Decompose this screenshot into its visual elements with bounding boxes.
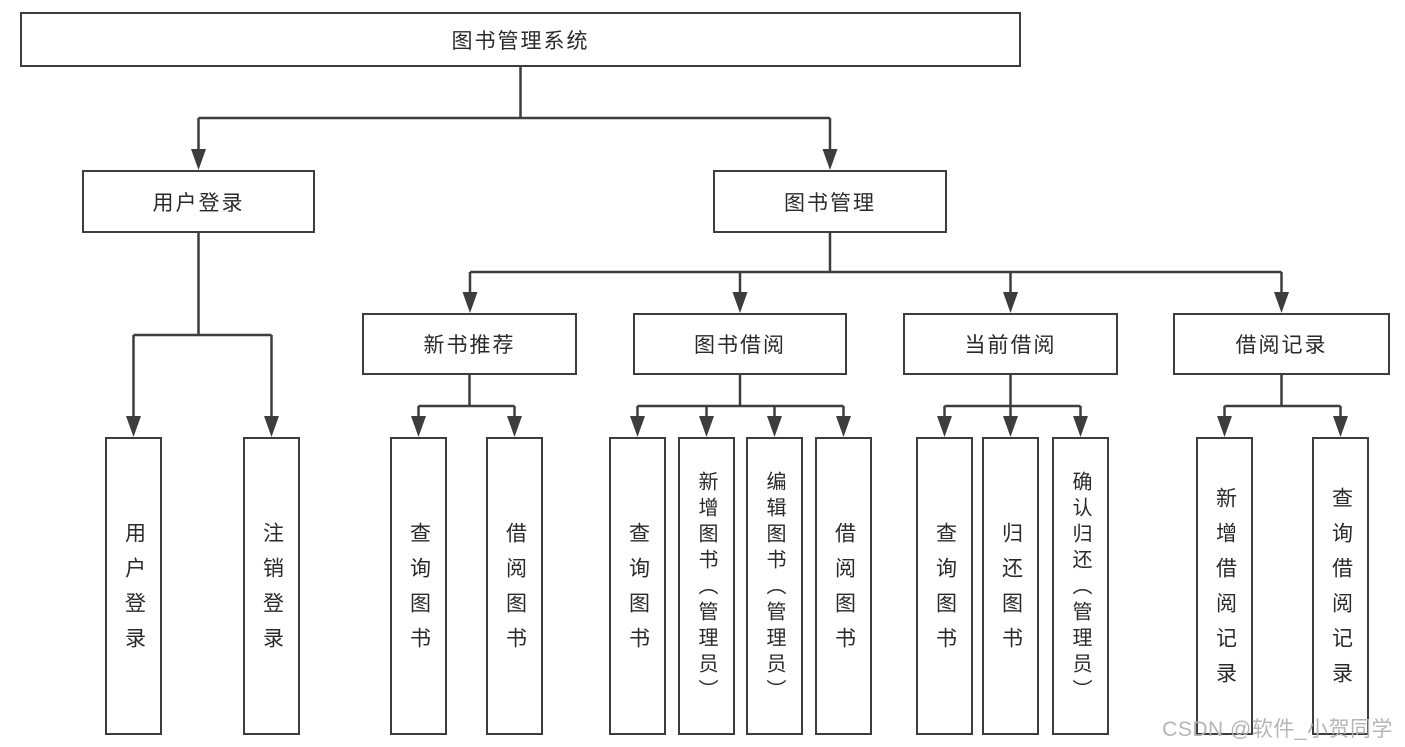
leaf-current-query-books-label: 查询图书	[933, 522, 957, 662]
branch-book-management-label: 图书管理	[784, 191, 876, 215]
root-node-label: 图书管理系统	[451, 29, 590, 53]
leaf-logout: 注销登录	[243, 437, 300, 735]
leaf-current-confirm-return-admin-label: 确认归还（管理员）	[1069, 471, 1091, 705]
leaf-records-add-record-label: 新增借阅记录	[1213, 487, 1237, 697]
node-current-borrow: 当前借阅	[903, 313, 1118, 375]
leaf-current-return-books: 归还图书	[982, 437, 1039, 735]
leaf-records-query-record-label: 查询借阅记录	[1329, 487, 1353, 697]
leaf-recommend-borrow-books: 借阅图书	[486, 437, 543, 735]
leaf-logout-label: 注销登录	[260, 522, 284, 662]
leaf-recommend-query-books-label: 查询图书	[407, 522, 431, 662]
leaf-recommend-borrow-books-label: 借阅图书	[503, 522, 527, 662]
node-current-borrow-label: 当前借阅	[964, 334, 1057, 357]
leaf-current-return-books-label: 归还图书	[999, 522, 1023, 662]
leaf-borrow-add-books-admin: 新增图书（管理员）	[678, 437, 735, 735]
leaf-user-login: 用户登录	[105, 437, 162, 735]
node-borrow-records: 借阅记录	[1173, 313, 1390, 375]
leaf-recommend-query-books: 查询图书	[390, 437, 447, 735]
leaf-records-add-record: 新增借阅记录	[1196, 437, 1253, 735]
node-book-borrow: 图书借阅	[633, 313, 847, 375]
branch-user-login: 用户登录	[82, 170, 315, 233]
leaf-records-query-record: 查询借阅记录	[1312, 437, 1369, 735]
node-book-borrow-label: 图书借阅	[694, 334, 786, 357]
leaf-borrow-edit-books-admin-label: 编辑图书（管理员）	[763, 471, 785, 705]
leaf-current-confirm-return-admin: 确认归还（管理员）	[1052, 437, 1109, 735]
leaf-user-login-label: 用户登录	[122, 522, 146, 662]
arrowhead-icons	[126, 149, 1348, 437]
branch-user-login-label: 用户登录	[152, 191, 245, 215]
csdn-watermark: CSDN @软件_小贺同学	[1162, 718, 1393, 741]
leaf-borrow-borrow-books: 借阅图书	[815, 437, 872, 735]
node-new-book-recommend-label: 新书推荐	[423, 334, 516, 357]
leaf-borrow-query-books-label: 查询图书	[626, 522, 650, 662]
branch-book-management: 图书管理	[713, 170, 947, 233]
connector-lines	[132, 67, 1342, 419]
leaf-borrow-add-books-admin-label: 新增图书（管理员）	[695, 471, 717, 705]
leaf-borrow-edit-books-admin: 编辑图书（管理员）	[746, 437, 803, 735]
leaf-borrow-query-books: 查询图书	[609, 437, 666, 735]
leaf-current-query-books: 查询图书	[916, 437, 973, 735]
node-borrow-records-label: 借阅记录	[1235, 334, 1328, 357]
node-new-book-recommend: 新书推荐	[362, 313, 577, 375]
root-node-library-system: 图书管理系统	[20, 12, 1021, 67]
leaf-borrow-borrow-books-label: 借阅图书	[832, 522, 856, 662]
